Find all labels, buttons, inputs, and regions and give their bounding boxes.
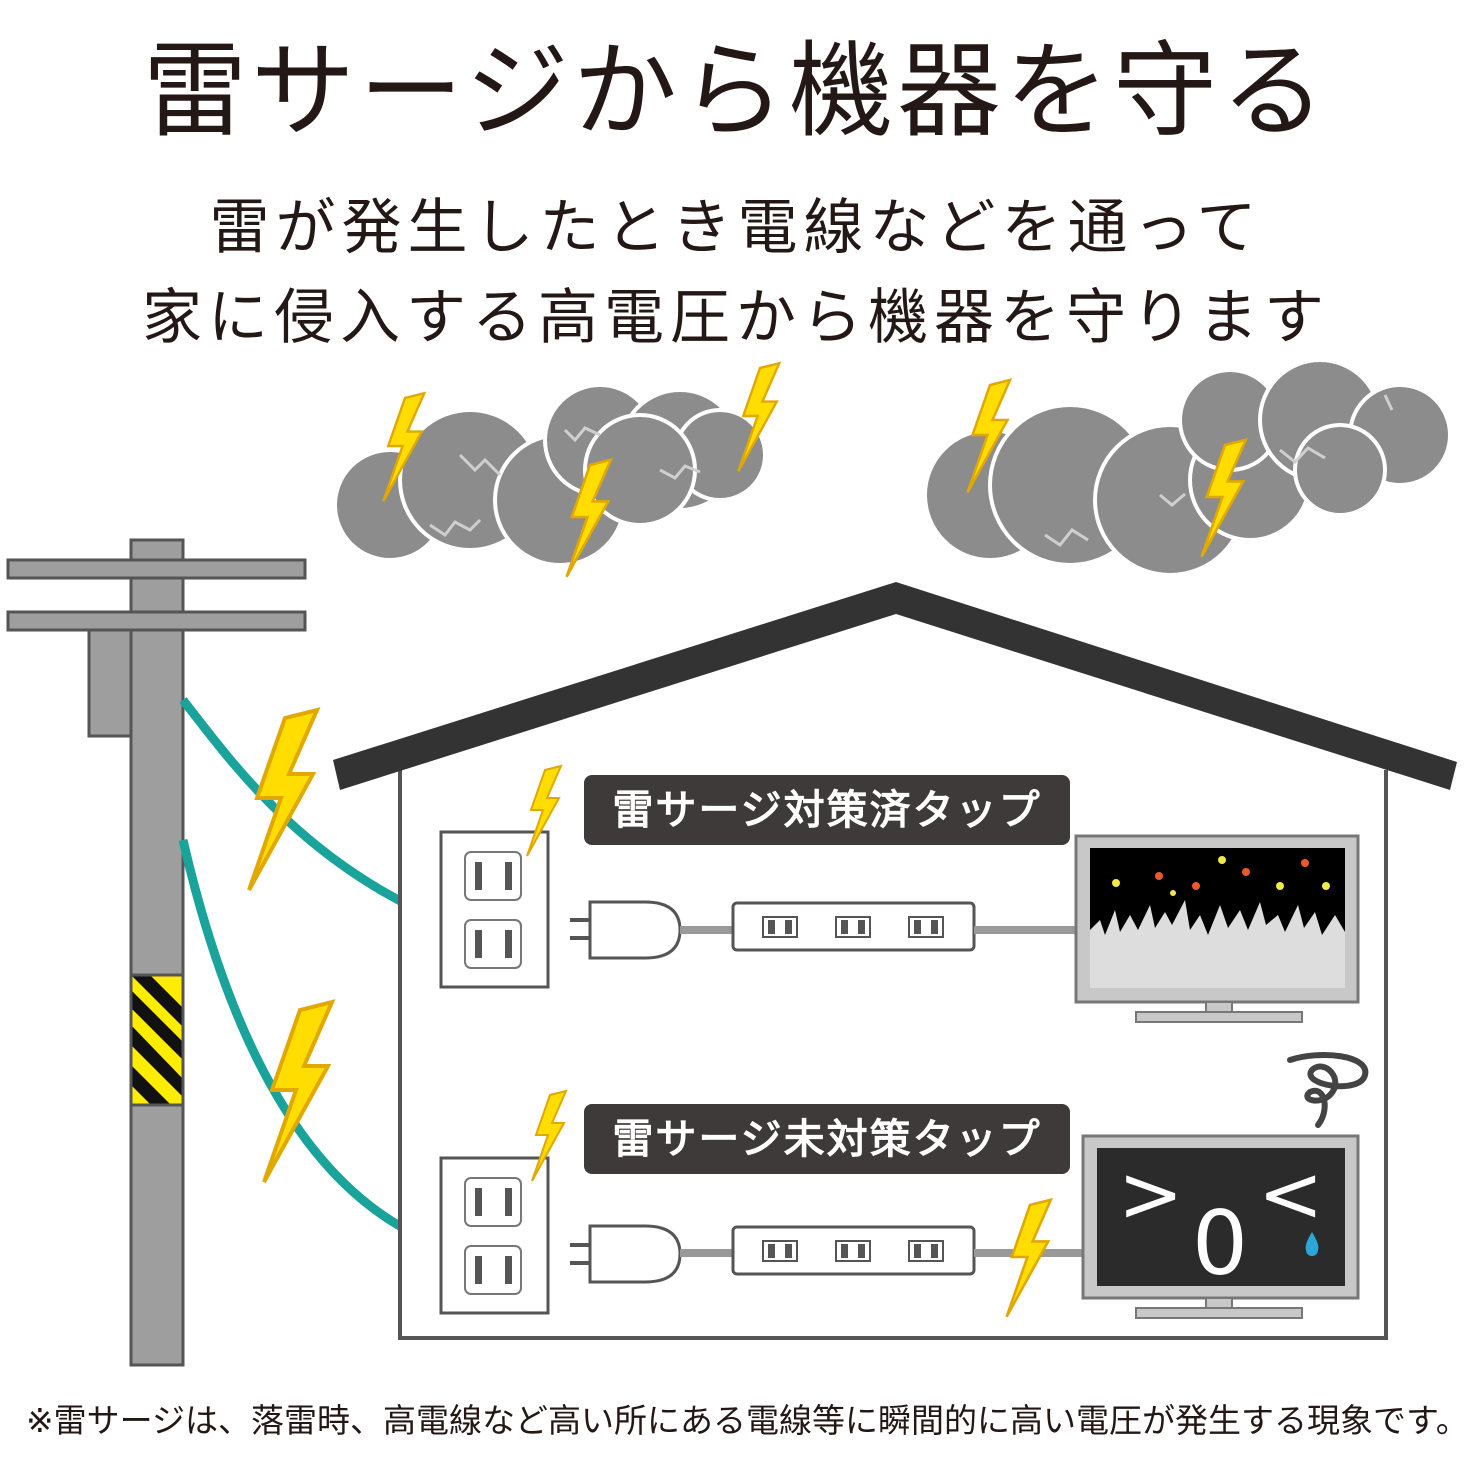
cloud-right-cracks: [1044, 394, 1394, 548]
cloud-left-cracks: [429, 426, 701, 538]
subtitle-line-2: 家に侵入する高電圧から機器を守ります: [142, 283, 1330, 353]
utility-pole: [6, 538, 307, 1367]
tv-face-left-eye: >: [1118, 1150, 1184, 1240]
wall-outlet-upper: [439, 765, 562, 989]
subtitle-line-1: 雷が発生したとき電線などを通って: [209, 193, 1263, 263]
tv-broken: [1081, 1052, 1369, 1319]
tv-face-right-eye: <: [1258, 1150, 1324, 1240]
power-strip-protected: [570, 900, 1078, 960]
wall-outlet-lower: [439, 1090, 567, 1315]
footnote: ※雷サージは、落雷時、高電線など高い所にある電線等に瞬間的に高い電圧が発生する現…: [26, 1401, 1469, 1440]
smoke-swirl-icon: [1287, 1052, 1369, 1128]
label-unprotected-strip: 雷サージ未対策タップ: [584, 1104, 1070, 1174]
cloud-right: [923, 358, 1452, 577]
power-strip-unprotected: [570, 1198, 1083, 1319]
tear-drop-icon: [1305, 1232, 1319, 1256]
page-title: 雷サージから機器を守る: [143, 30, 1329, 152]
tv-working: [1074, 834, 1360, 1023]
label-protected-strip: 雷サージ対策済タップ: [584, 775, 1070, 845]
cable-lightning-bolts: [247, 708, 334, 1184]
tv-face-mouth: 0: [1192, 1192, 1248, 1295]
